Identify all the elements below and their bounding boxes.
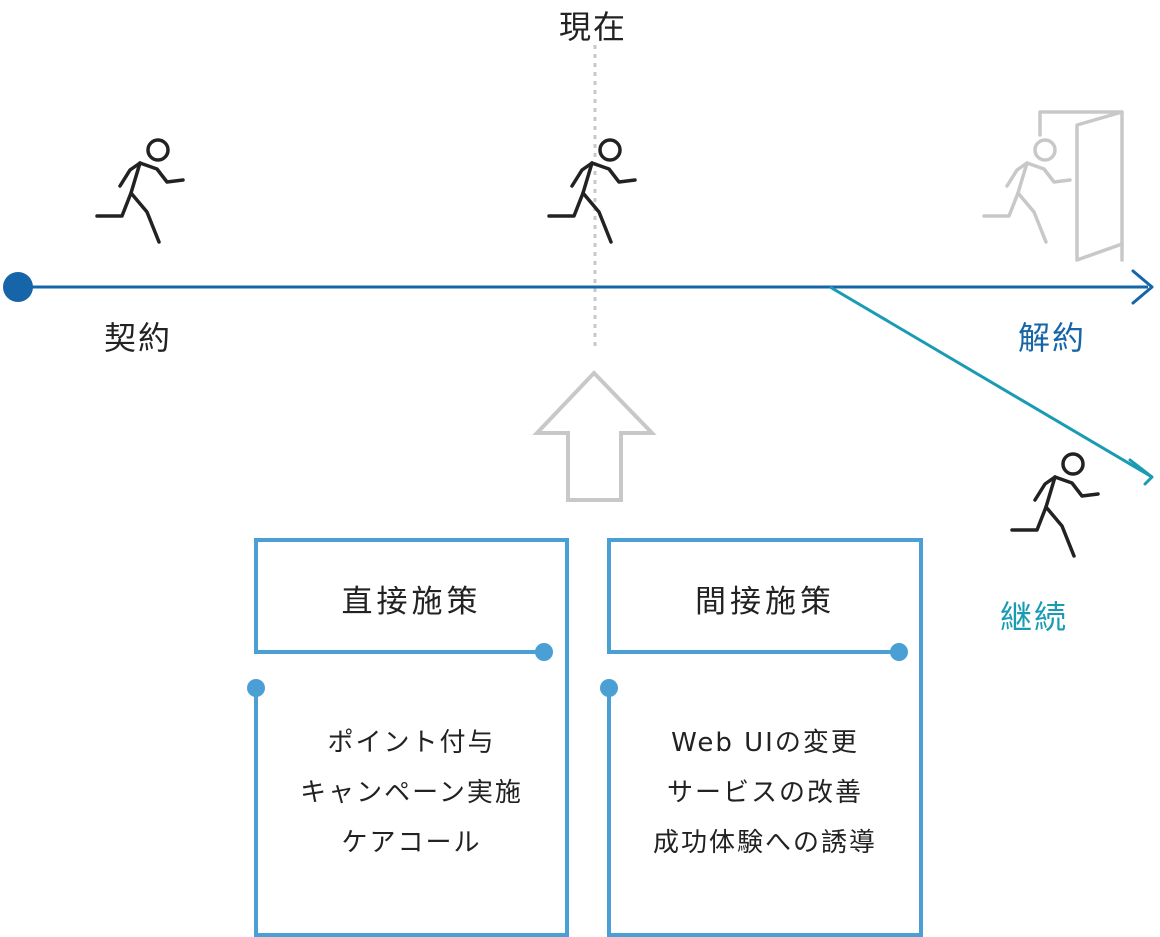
direct-measures-title: 直接施策	[341, 584, 482, 620]
timeline-arrowhead	[1131, 269, 1154, 305]
list-item: 成功体験への誘導	[652, 828, 877, 858]
indirect-measures-list: Web UIの変更 サービスの改善 成功体験への誘導	[609, 718, 921, 868]
continue-label: 継続	[1000, 598, 1069, 636]
runner-icon-continue	[1010, 452, 1100, 558]
direct-measures-box	[254, 538, 569, 937]
list-item: Web UIの変更	[671, 728, 859, 758]
list-item: ポイント付与	[327, 728, 496, 758]
list-item: キャンペーン実施	[300, 778, 523, 808]
direct-box-connector-dot-left	[247, 679, 265, 697]
direct-measures-list: ポイント付与 キャンペーン実施 ケアコール	[256, 718, 567, 868]
continue-branch-arrowhead	[1128, 458, 1154, 486]
continue-branch-line	[829, 285, 1153, 479]
list-item: サービスの改善	[666, 778, 863, 808]
exit-door-icon	[1038, 110, 1124, 262]
runner-icon-current	[547, 138, 637, 244]
runner-icon-cancel	[982, 138, 1072, 244]
contract-label: 契約	[104, 319, 173, 357]
indirect-box-connector-dot-right	[890, 643, 908, 661]
up-arrow-icon	[532, 370, 657, 502]
cancel-label: 解約	[1018, 319, 1087, 357]
indirect-measures-title: 間接施策	[695, 584, 835, 620]
runner-icon-contract	[95, 138, 185, 244]
indirect-measures-box	[607, 538, 923, 937]
current-label: 現在	[559, 8, 628, 46]
indirect-box-connector-dot-left	[600, 679, 618, 697]
list-item: ケアコール	[341, 828, 482, 858]
direct-box-connector-dot-right	[535, 643, 553, 661]
contract-start-dot	[3, 272, 33, 302]
